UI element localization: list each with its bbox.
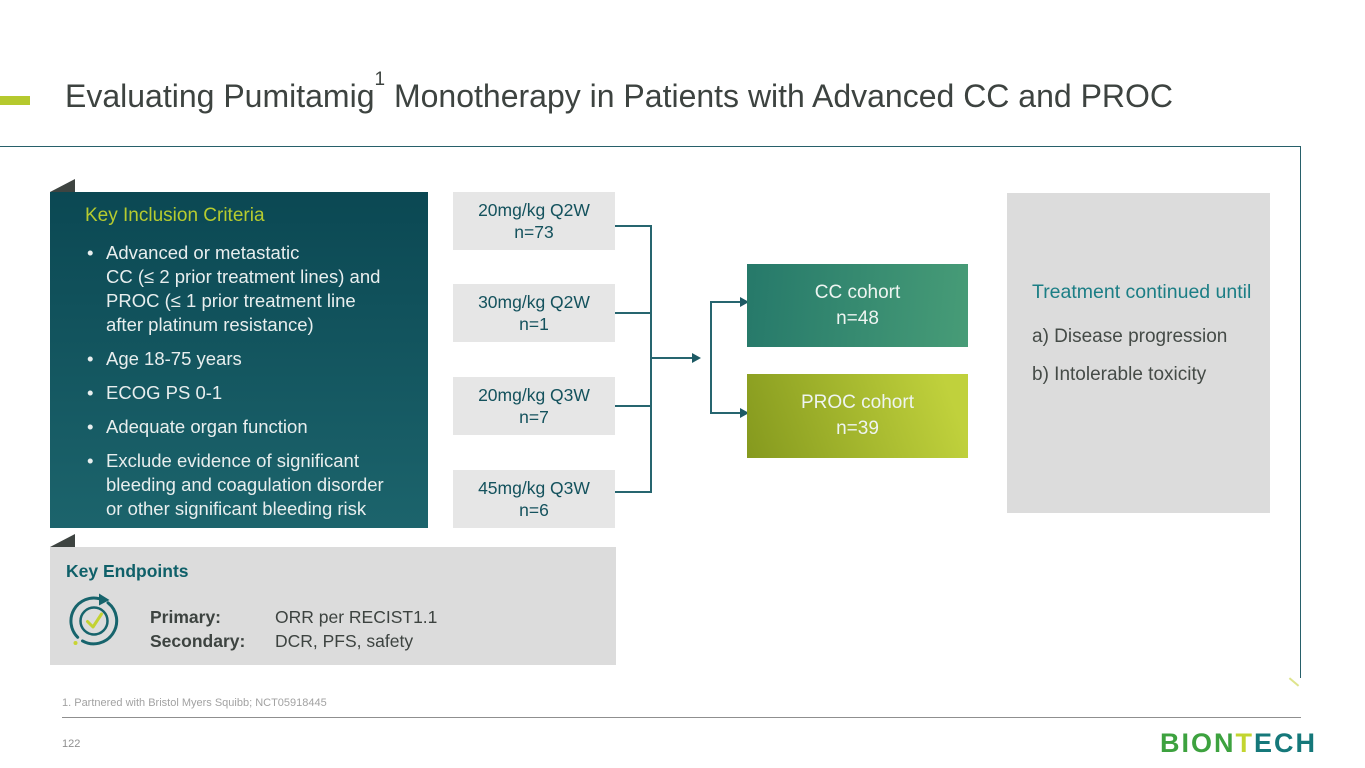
dose-label: 45mg/kg Q3W: [478, 478, 590, 498]
endpoint-label: Secondary:: [150, 631, 246, 651]
logo-letter: B: [1160, 728, 1182, 758]
endpoints-rows: Primary: ORR per RECIST1.1 Secondary: DC…: [150, 605, 437, 653]
inclusion-criteria-heading: Key Inclusion Criteria: [85, 205, 265, 226]
title-text-suffix: Monotherapy in Patients with Advanced CC…: [385, 78, 1174, 114]
treatment-item: b) Intolerable toxicity: [1032, 364, 1207, 385]
inclusion-criteria-panel: Key Inclusion Criteria Advanced or metas…: [50, 192, 428, 528]
page-number: 122: [62, 738, 81, 750]
logo-letter: N: [1214, 728, 1236, 758]
logo-letter: C: [1274, 728, 1296, 758]
proc-cohort-box: PROC cohort n=39: [747, 374, 968, 458]
fold-corner-icon: [50, 534, 75, 547]
dose-n: n=7: [519, 407, 549, 427]
dose-n: n=73: [514, 222, 554, 242]
connector-collector-line: [650, 225, 652, 493]
dose-group-box: 20mg/kg Q3W n=7: [453, 377, 615, 435]
inclusion-bullet: Age 18-75 years: [85, 347, 410, 371]
key-endpoints-heading: Key Endpoints: [66, 561, 189, 581]
inclusion-bullet: Advanced or metastatic CC (≤ 2 prior tre…: [85, 241, 410, 337]
logo-letter: T: [1235, 728, 1255, 758]
connector-line: [615, 225, 650, 227]
cohort-label: CC cohort: [814, 281, 901, 303]
title-accent-dash: [0, 96, 30, 105]
endpoint-value: DCR, PFS, safety: [275, 631, 414, 651]
arrow-right-icon: [740, 407, 749, 418]
footnote: 1. Partnered with Bristol Myers Squibb; …: [62, 697, 327, 709]
inclusion-bullet: ECOG PS 0-1: [85, 381, 410, 405]
cohort-n: n=39: [836, 418, 879, 439]
footer-divider: [62, 717, 1301, 718]
connector-line: [650, 357, 692, 359]
connector-line: [710, 301, 740, 303]
arrow-right-icon: [692, 352, 701, 363]
frame-end-accent-tick: [1288, 677, 1300, 687]
logo-letter: O: [1191, 728, 1215, 758]
cohort-label: PROC cohort: [801, 392, 914, 413]
connector-line: [615, 491, 650, 493]
dose-label: 30mg/kg Q2W: [478, 292, 590, 312]
cycle-check-icon: [69, 593, 119, 646]
logo-letter: H: [1295, 728, 1318, 758]
treatment-continuation-panel: Treatment continued until a) Disease pro…: [1007, 193, 1270, 513]
page-title: Evaluating Pumitamig1 Monotherapy in Pat…: [65, 69, 1174, 115]
cohort-n: n=48: [836, 307, 879, 329]
connector-line: [615, 312, 650, 314]
inclusion-bullet: Adequate organ function: [85, 415, 410, 439]
dose-group-box: 20mg/kg Q2W n=73: [453, 192, 615, 250]
dose-label: 20mg/kg Q2W: [478, 200, 590, 220]
inclusion-criteria-list: Advanced or metastatic CC (≤ 2 prior tre…: [85, 241, 410, 521]
endpoint-label: Primary:: [150, 607, 222, 627]
connector-line: [615, 405, 650, 407]
biontech-logo: BIONTECH: [1160, 728, 1317, 759]
key-endpoints-panel: Key Endpoints Primary: ORR per RECIST1.1…: [50, 547, 616, 665]
title-text: Evaluating Pumitamig: [65, 78, 375, 114]
dose-group-box: 45mg/kg Q3W n=6: [453, 470, 615, 528]
treatment-item: a) Disease progression: [1032, 326, 1228, 347]
inclusion-bullet: Exclude evidence of significant bleeding…: [85, 449, 410, 521]
connector-line: [710, 412, 740, 414]
endpoint-value: ORR per RECIST1.1: [275, 607, 438, 627]
title-superscript: 1: [374, 69, 386, 91]
logo-letter: I: [1181, 728, 1192, 758]
dose-group-box: 30mg/kg Q2W n=1: [453, 284, 615, 342]
dose-label: 20mg/kg Q3W: [478, 385, 590, 405]
logo-letter: E: [1254, 728, 1275, 758]
treatment-heading: Treatment continued until: [1032, 281, 1252, 303]
dose-n: n=1: [519, 314, 549, 334]
dose-n: n=6: [519, 500, 549, 520]
content-frame-right-border: [1300, 146, 1301, 678]
arrow-right-icon: [740, 296, 749, 307]
content-frame-top-border: [0, 146, 1301, 147]
fold-corner-icon: [50, 179, 75, 192]
cc-cohort-box: CC cohort n=48: [747, 264, 968, 347]
connector-bracket-line: [710, 301, 712, 413]
